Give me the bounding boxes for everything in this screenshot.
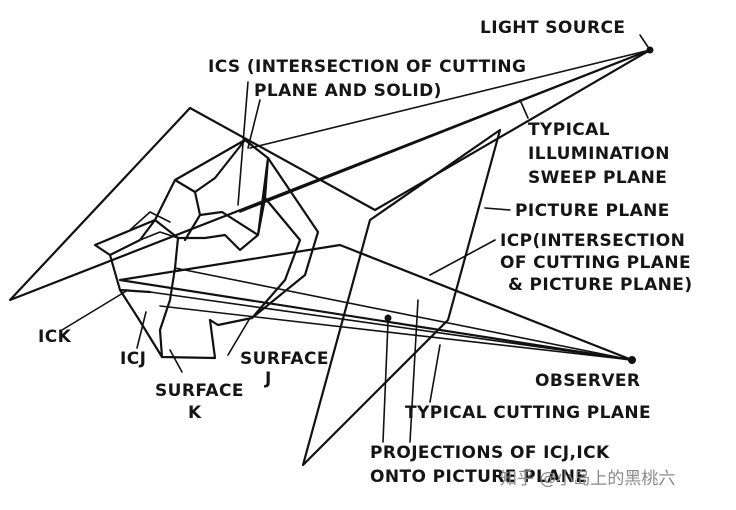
watermark: 知乎 @小岛上的黑桃六 [500,469,675,489]
label-projections-line1: PROJECTIONS OF ICJ,ICK [370,443,610,463]
leader-ics-1 [237,81,249,206]
label-icp-line2: OF CUTTING PLANE [500,253,691,273]
label-sweep-line3: SWEEP PLANE [528,168,667,188]
label-surface-j-line1: SURFACE [240,349,329,369]
leader-projections-2 [409,299,419,443]
label-observer: OBSERVER [535,371,640,391]
leader-projections-1 [382,321,389,443]
label-icp-line3: & PICTURE PLANE) [508,275,693,295]
picture-plane [301,128,502,467]
solid-inner-step [129,211,179,241]
label-sweep-line2: ILLUMINATION [528,144,670,164]
leader-picture-plane [484,207,511,211]
light-ray-upper [249,49,651,149]
label-picture-plane: PICTURE PLANE [515,201,670,221]
typical-cutting-plane [118,243,634,362]
observer-point [628,356,636,364]
sight-line-bottom [159,305,633,361]
leader-icp [429,239,496,276]
sight-line-upper [174,267,633,361]
label-ics-line1: ICS (INTERSECTION OF CUTTING [208,57,526,77]
leader-icj [136,311,147,349]
label-ics-line2: PLANE AND SOLID) [254,81,442,101]
label-icp-line1: ICP(INTERSECTION [500,231,685,251]
leader-light-source [639,34,649,48]
label-surface-k-line2: K [188,403,202,423]
label-icj: ICJ [120,349,146,369]
label-projections-line2: ONTO PICTURE PLANE [370,467,587,487]
label-cutting-plane: TYPICAL CUTTING PLANE [405,403,651,423]
light-ray-lower [239,49,651,213]
solid-front-block [93,218,217,360]
illumination-sweep-plane [8,48,652,302]
sight-line-lower [149,291,633,361]
solid-back-block [153,138,270,252]
solid-side-surface [208,156,320,327]
leader-cutting-plane [429,344,441,403]
label-surface-j-line2: J [264,369,272,389]
leader-lines [61,34,649,443]
light-source-point [646,46,654,54]
label-ick: ICK [38,327,72,347]
leader-surface-k [169,349,183,373]
icp-point [384,314,392,322]
leader-surface-j [227,317,251,356]
leader-ics-2 [247,99,261,149]
label-surface-k-line1: SURFACE [155,381,244,401]
label-light-source: LIGHT SOURCE [480,18,625,38]
leader-ick [61,289,129,331]
solid [93,138,320,360]
label-sweep-line1: TYPICAL [528,120,610,140]
leader-sweep [519,99,529,119]
